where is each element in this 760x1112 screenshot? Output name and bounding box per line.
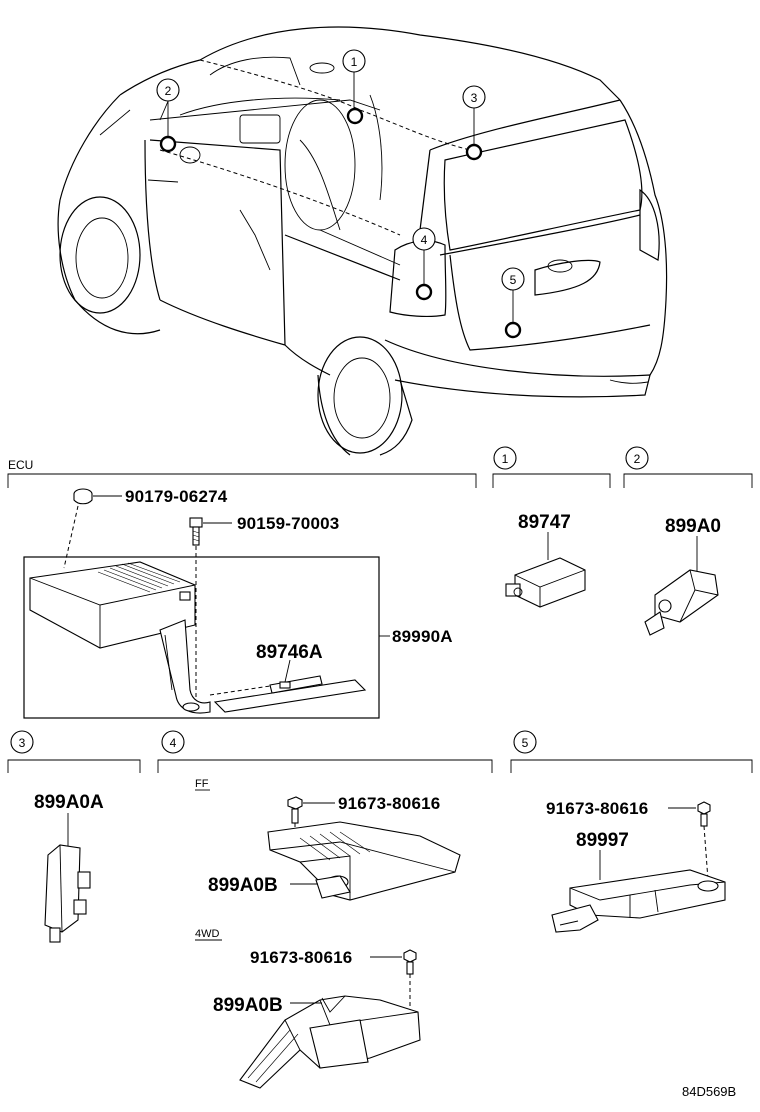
ff-sensor-899a0b xyxy=(267,821,461,901)
4wd-bolt-part-number[interactable]: 91673-80616 xyxy=(250,948,352,967)
sensor-89997 xyxy=(551,869,726,933)
ecu-assembly-part-number[interactable]: 89990A xyxy=(392,627,453,646)
bracket-part-number[interactable]: 89746A xyxy=(256,642,323,663)
svg-text:3: 3 xyxy=(471,91,478,105)
ff-bolt-part-number[interactable]: 91673-80616 xyxy=(338,794,440,813)
section-1: 1 89747 xyxy=(492,446,611,608)
ff-part-number[interactable]: 899A0B xyxy=(208,875,278,896)
clip-nut-part xyxy=(73,488,122,505)
ecu-assembly-frame xyxy=(23,556,380,719)
ecu-section: ECU 90179-06274 90159-70003 89990A xyxy=(7,458,477,719)
4wd-sensor-899a0b xyxy=(239,995,421,1089)
svg-text:1: 1 xyxy=(502,452,509,466)
section-4: 4 FF 91673-80616 899A0B 4WD xyxy=(157,730,493,1089)
svg-text:4: 4 xyxy=(170,736,177,750)
ecu-section-label: ECU xyxy=(8,458,33,472)
svg-text:5: 5 xyxy=(522,736,529,750)
svg-text:3: 3 xyxy=(19,736,26,750)
diagram-code: 84D569B xyxy=(682,1084,736,1099)
ff-label: FF xyxy=(195,778,209,790)
svg-text:1: 1 xyxy=(351,55,358,69)
callout-1: 1 xyxy=(342,49,366,73)
callout-3: 3 xyxy=(462,85,486,109)
bracket-89746a xyxy=(209,659,367,713)
section-1-part-number[interactable]: 89747 xyxy=(518,512,571,533)
ff-bolt xyxy=(287,796,335,848)
callout-2: 2 xyxy=(156,78,180,102)
svg-text:2: 2 xyxy=(165,84,172,98)
section-2: 2 899A0 xyxy=(623,446,753,636)
relay-89747 xyxy=(505,557,586,608)
4wd-part-number[interactable]: 899A0B xyxy=(213,995,283,1016)
section-3-part-number[interactable]: 899A0A xyxy=(34,792,104,813)
sensor-899a0 xyxy=(644,569,719,636)
section-3: 3 899A0A xyxy=(7,730,141,943)
bolt-part xyxy=(189,517,232,546)
section-5-bolt xyxy=(697,801,711,881)
sensor-899a0a xyxy=(44,844,91,943)
svg-text:2: 2 xyxy=(634,452,641,466)
svg-text:4: 4 xyxy=(421,233,428,247)
4wd-label: 4WD xyxy=(195,928,220,940)
section-5-bolt-part-number[interactable]: 91673-80616 xyxy=(546,799,648,818)
section-2-part-number[interactable]: 899A0 xyxy=(665,516,721,537)
callout-5: 5 xyxy=(501,267,525,291)
vehicle-illustration xyxy=(57,26,668,456)
section-5: 5 91673-80616 89997 xyxy=(510,730,753,933)
ecu-bracket xyxy=(159,619,211,714)
ecu-module xyxy=(29,561,196,649)
4wd-bolt xyxy=(370,949,417,1010)
section-5-part-number[interactable]: 89997 xyxy=(576,830,629,851)
svg-text:5: 5 xyxy=(510,273,517,287)
bolt-part-number[interactable]: 90159-70003 xyxy=(237,514,339,533)
callout-4: 4 xyxy=(412,227,436,251)
clip-nut-part-number[interactable]: 90179-06274 xyxy=(125,487,228,506)
location-markers xyxy=(159,70,522,339)
